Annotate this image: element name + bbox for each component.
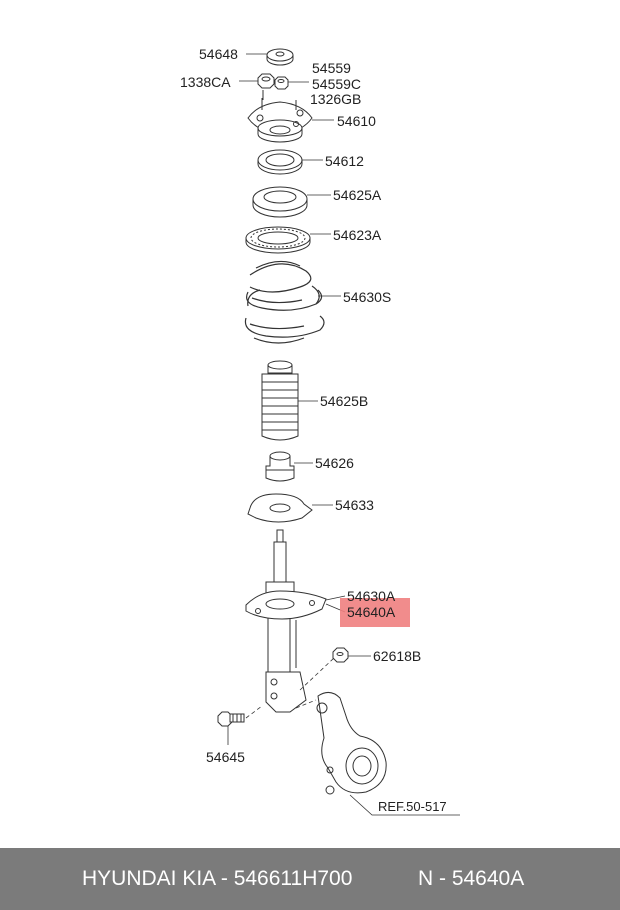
label-54625B: 54625B bbox=[320, 393, 368, 409]
label-54645: 54645 bbox=[206, 749, 245, 765]
footer-ref-number: N - 54640A bbox=[418, 867, 525, 890]
part-54610-mount bbox=[247, 98, 313, 143]
part-54648-cap bbox=[266, 48, 294, 66]
part-54623A-bearing bbox=[245, 226, 311, 254]
part-54630S-spring bbox=[244, 260, 325, 344]
label-54623A: 54623A bbox=[333, 227, 382, 243]
label-54630S: 54630S bbox=[343, 289, 391, 305]
part-strut-assembly bbox=[245, 529, 327, 713]
label-ref: REF.50-517 bbox=[378, 799, 447, 814]
label-54630A: 54630A bbox=[347, 588, 396, 604]
label-54610: 54610 bbox=[337, 113, 376, 129]
label-54626: 54626 bbox=[315, 455, 354, 471]
part-54633-plate bbox=[247, 493, 313, 523]
footer-part-number: HYUNDAI KIA - 546611H700 bbox=[82, 867, 353, 890]
label-54559C: 54559C bbox=[312, 76, 361, 92]
leader-lines bbox=[227, 53, 460, 816]
label-1338CA: 1338CA bbox=[180, 74, 231, 90]
highlight-box bbox=[340, 598, 410, 627]
part-54612-seat bbox=[257, 149, 303, 175]
part-54645-bolt bbox=[217, 711, 245, 727]
part-knuckle bbox=[316, 692, 387, 795]
label-54559: 54559 bbox=[312, 60, 351, 76]
label-54640A: 54640A bbox=[347, 604, 396, 620]
label-54612: 54612 bbox=[325, 153, 364, 169]
part-1338CA-nut bbox=[257, 73, 275, 100]
label-62618B: 62618B bbox=[373, 648, 421, 664]
label-1326GB: 1326GB bbox=[310, 91, 361, 107]
part-62618B-nut bbox=[332, 647, 349, 663]
part-54625A-pad bbox=[252, 186, 308, 218]
footer-bar: HYUNDAI KIA - 546611H700 N - 54640A bbox=[0, 848, 620, 910]
part-54626-bumper bbox=[265, 451, 295, 482]
part-54625B-boot bbox=[261, 360, 299, 441]
label-54633: 54633 bbox=[335, 497, 374, 513]
parts-diagram: 54648 54559 1338CA 54559C 1326GB 54610 5… bbox=[180, 46, 460, 816]
part-54559-nut bbox=[274, 76, 289, 90]
label-54648: 54648 bbox=[199, 46, 238, 62]
label-54625A: 54625A bbox=[333, 187, 382, 203]
